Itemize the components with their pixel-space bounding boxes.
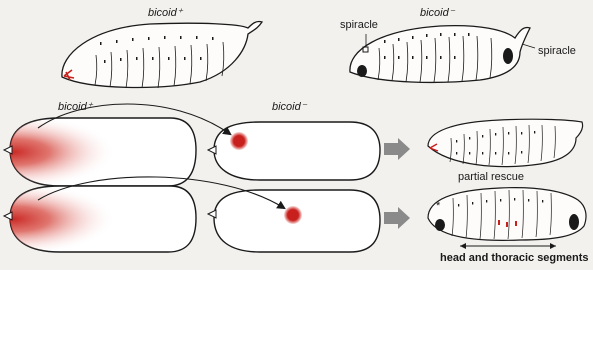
result-arrow-2 xyxy=(384,207,410,229)
label-spiracle-left: spiracle xyxy=(340,19,378,31)
larva-rescued: * xyxy=(428,188,586,249)
svg-text:*: * xyxy=(436,200,441,212)
larva-mutant xyxy=(350,26,535,83)
bicoid-figure: bicoid⁺ xyxy=(0,0,593,270)
egg-recipient-1 xyxy=(208,122,380,180)
injected-cytoplasm-1 xyxy=(230,132,248,150)
result-arrow-1 xyxy=(384,138,410,160)
egg-recipient-2 xyxy=(208,190,380,252)
label-head-thoracic: head and thoracic segments xyxy=(440,252,589,264)
label-bicoid-minus-egg: bicoid⁻ xyxy=(272,101,308,113)
egg-donor-2 xyxy=(4,186,196,252)
label-bicoid-plus-top: bicoid⁺ xyxy=(148,7,184,19)
label-bicoid-minus-top: bicoid⁻ xyxy=(420,7,456,19)
label-partial-rescue: partial rescue xyxy=(458,171,524,183)
injected-cytoplasm-2 xyxy=(284,206,302,224)
larva-partial-rescue xyxy=(428,119,583,166)
larva-wildtype xyxy=(62,21,262,88)
egg-donor-1 xyxy=(4,118,196,186)
label-spiracle-right: spiracle xyxy=(538,45,576,57)
figure-canvas: bicoid⁺ xyxy=(0,0,593,270)
